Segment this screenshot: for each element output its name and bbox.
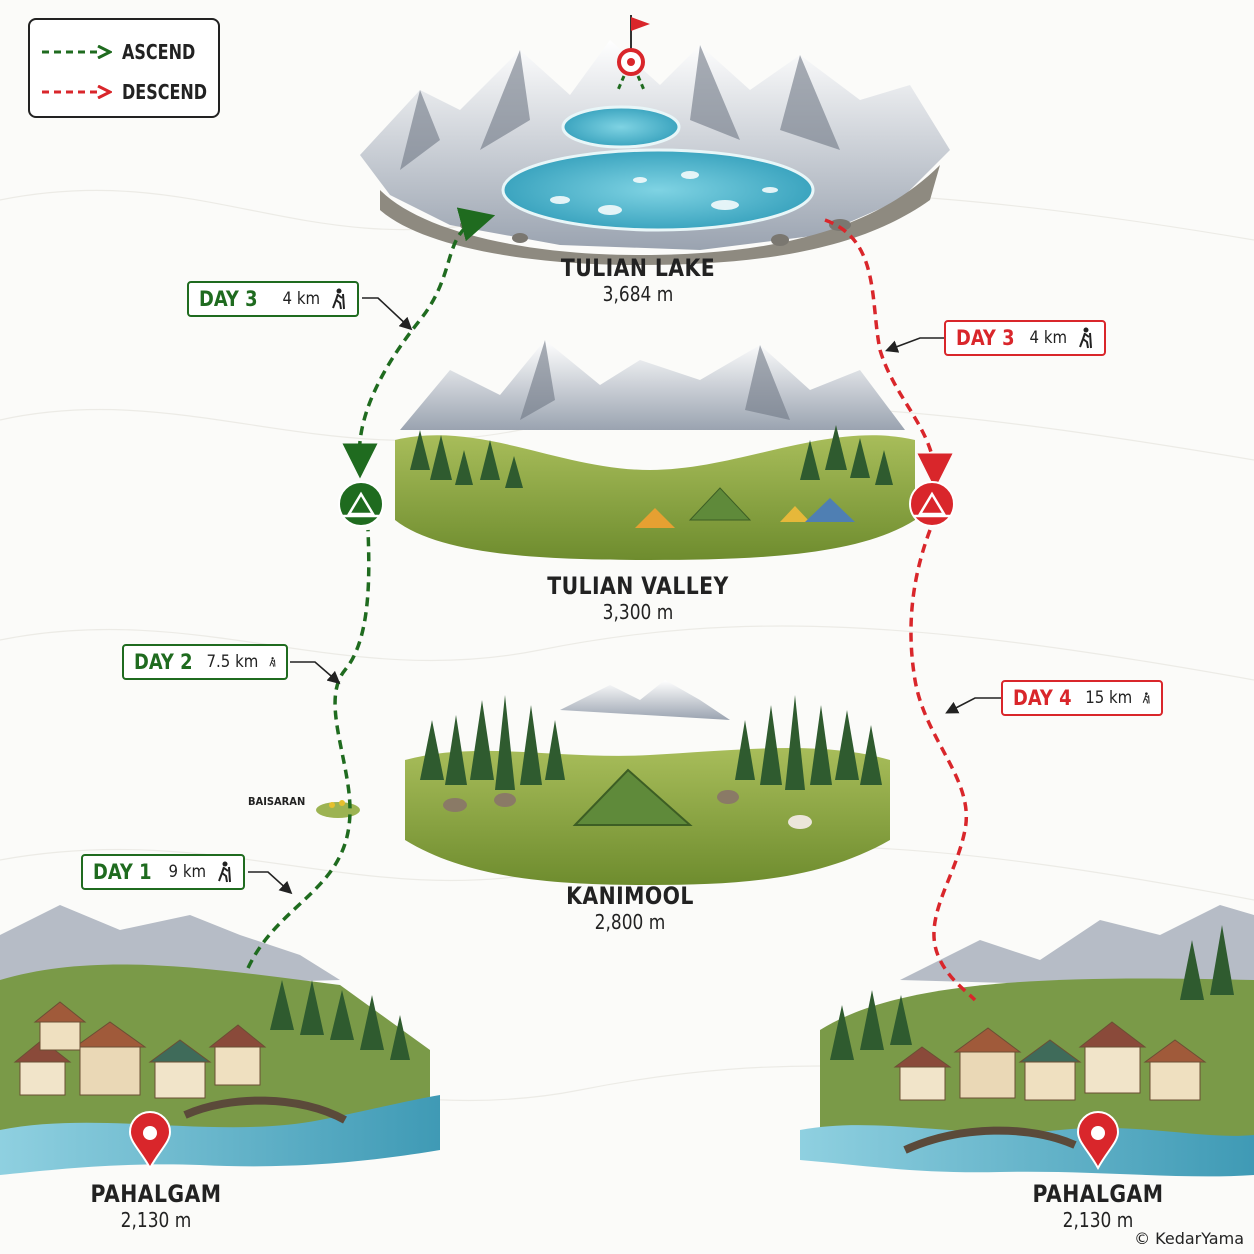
day-box-ascend-day2: DAY 2 7.5 km [122, 644, 288, 680]
day-label: DAY 1 [93, 860, 152, 884]
location-tulian-valley: TULIAN VALLEY 3,300 m [531, 572, 744, 624]
upper-lake [561, 105, 681, 149]
location-name: PAHALGAM [1032, 1180, 1164, 1208]
flag-icon [617, 15, 650, 76]
day-distance: 7.5 km [206, 652, 259, 672]
credit-text: © KedarYama [1134, 1229, 1244, 1248]
ascend-arrow-icon [42, 45, 112, 59]
descend-arrow-icon [42, 85, 112, 99]
hiker-icon [1142, 692, 1150, 704]
day-box-descend-day4: DAY 4 15 km [1001, 680, 1163, 716]
hiker-icon [218, 861, 231, 883]
tulian-lake-illustration [360, 15, 950, 265]
location-pahalgam-start: PAHALGAM 2,130 m [79, 1180, 233, 1232]
day-distance: 4 km [282, 289, 321, 309]
hiker-icon [332, 288, 345, 310]
day-label: DAY 2 [134, 650, 193, 674]
location-elevation: 2,130 m [120, 1208, 192, 1232]
location-baisaran: BAISARAN [248, 795, 306, 808]
pahalgam-end-illustration [800, 905, 1254, 1177]
hiker-icon [1079, 327, 1092, 349]
tulian-valley-illustration [395, 340, 915, 560]
legend-descend: DESCEND [42, 80, 228, 104]
map-pin-icon [128, 1111, 172, 1171]
legend-ascend-label: ASCEND [122, 40, 196, 64]
location-name: KANIMOOL [566, 882, 694, 910]
tent-camp-icon[interactable] [338, 481, 384, 527]
location-name: TULIAN VALLEY [547, 572, 729, 600]
location-elevation: 3,684 m [602, 282, 674, 306]
location-elevation: 3,300 m [602, 600, 674, 624]
day-distance: 4 km [1029, 328, 1068, 348]
legend-ascend: ASCEND [42, 40, 214, 64]
day-box-descend-day3: DAY 3 4 km [944, 320, 1106, 356]
location-kanimool: KANIMOOL 2,800 m [555, 882, 705, 934]
day-box-ascend-day3: DAY 3 4 km [187, 281, 359, 317]
day-label: DAY 3 [956, 326, 1015, 350]
baisaran-meadow [316, 800, 360, 818]
day-distance: 15 km [1085, 688, 1133, 708]
kanimool-illustration [405, 680, 890, 885]
tent-camp-icon[interactable] [909, 481, 955, 527]
location-pahalgam-end: PAHALGAM 2,130 m [1021, 1180, 1175, 1232]
legend-descend-label: DESCEND [122, 80, 208, 104]
day-label: DAY 3 [199, 287, 258, 311]
day-label: DAY 4 [1013, 686, 1072, 710]
location-name: PAHALGAM [90, 1180, 222, 1208]
location-elevation: 2,800 m [594, 910, 666, 934]
hiker-icon [269, 657, 276, 667]
location-name: TULIAN LAKE [560, 254, 716, 282]
day-box-connectors [248, 297, 1001, 895]
day-distance: 9 km [168, 862, 207, 882]
descend-route [824, 218, 977, 1002]
location-elevation: 2,130 m [1062, 1208, 1134, 1232]
ascend-route [246, 207, 496, 969]
location-tulian-lake: TULIAN LAKE 3,684 m [547, 254, 728, 306]
legend: ASCEND DESCEND [28, 18, 220, 118]
pahalgam-start-illustration [0, 905, 440, 1175]
lower-lake [501, 148, 815, 232]
day-box-ascend-day1: DAY 1 9 km [81, 854, 245, 890]
map-pin-icon [1076, 1111, 1120, 1171]
